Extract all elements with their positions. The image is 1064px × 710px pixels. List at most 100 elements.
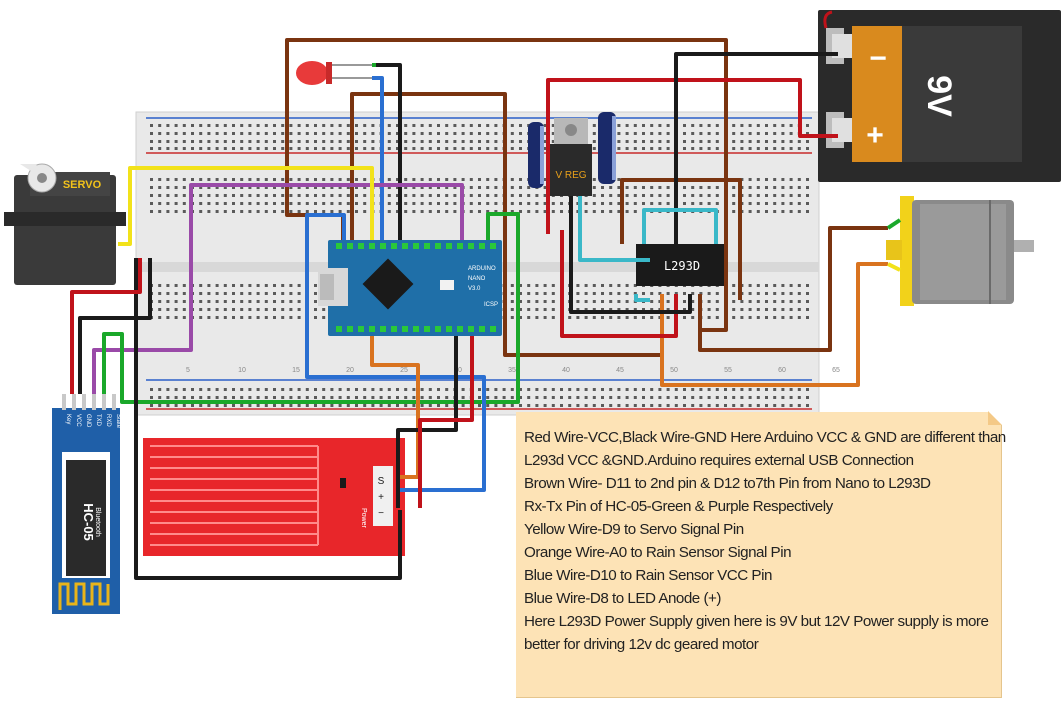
nano-header-pin bbox=[369, 326, 375, 332]
vreg-label: V REG bbox=[555, 170, 586, 181]
nano-header-pin bbox=[490, 326, 496, 332]
sensor-pin-s: S bbox=[378, 476, 385, 487]
nano-header-pin bbox=[435, 326, 441, 332]
arduino-nano: ARDUINO NANO V3.0 ICSP bbox=[318, 240, 502, 336]
capacitor-right bbox=[598, 112, 616, 184]
nano-label-icsp: ICSP bbox=[484, 302, 498, 308]
bt-header-pin bbox=[82, 394, 86, 410]
bt-pin-label: RXD bbox=[105, 414, 111, 427]
breadboard-number: 10 bbox=[238, 367, 246, 374]
bt-header-pin bbox=[92, 394, 96, 410]
wire-orange-motor bbox=[660, 262, 888, 387]
breadboard-number: 25 bbox=[400, 367, 408, 374]
wires bbox=[70, 38, 902, 580]
nano-header-pin bbox=[402, 243, 408, 249]
note-line: Brown Wire- D11 to 2nd pin & D12 to7th P… bbox=[524, 475, 931, 492]
nano-header-pin bbox=[358, 243, 364, 249]
breadboard-number: 55 bbox=[724, 367, 732, 374]
nano-header-pin bbox=[380, 326, 386, 332]
nano-label-model: NANO bbox=[468, 276, 486, 282]
wire-yellow bbox=[118, 166, 374, 246]
nano-header-pin bbox=[468, 243, 474, 249]
note-line: better for driving 12v dc geared motor bbox=[524, 636, 759, 653]
note-line: Red Wire-VCC,Black Wire-GND Here Arduino… bbox=[524, 429, 1006, 446]
l293d-chip: L293D bbox=[636, 244, 728, 286]
wire-red-battery bbox=[546, 78, 838, 234]
battery-voltage-label: 9V bbox=[920, 75, 958, 117]
wire-cyan-2 bbox=[642, 208, 718, 244]
nano-header-pin bbox=[380, 243, 386, 249]
note-line: Blue Wire-D8 to LED Anode (+) bbox=[524, 590, 721, 607]
battery-9v: − + 9V bbox=[818, 10, 1061, 182]
wire-cyan-3 bbox=[634, 294, 650, 302]
note-line: L293d VCC &GND.Arduino requires external… bbox=[524, 452, 914, 469]
bt-pin-label: TXD bbox=[95, 414, 101, 427]
bt-header-pin bbox=[112, 394, 116, 410]
note-line: Blue Wire-D10 to Rain Sensor VCC Pin bbox=[524, 567, 772, 584]
servo-motor: SERVO bbox=[4, 163, 126, 285]
sensor-pin-plus: + bbox=[378, 492, 384, 503]
breadboard-number: 20 bbox=[346, 367, 354, 374]
breadboard-number: 30 bbox=[454, 367, 462, 374]
breadboard-number: 45 bbox=[616, 367, 624, 374]
wire-brown-motor bbox=[698, 226, 888, 352]
wire-orange-a0 bbox=[370, 336, 420, 479]
notes-corner-fold bbox=[988, 411, 1002, 425]
wire-red-bt bbox=[70, 258, 142, 394]
wire-black-gnd bbox=[134, 258, 402, 580]
wire-black-led bbox=[376, 63, 402, 240]
bt-pin-label: Key bbox=[65, 414, 71, 424]
nano-header-pin bbox=[435, 243, 441, 249]
wire-red-nano bbox=[418, 336, 474, 508]
nano-header-pin bbox=[446, 243, 452, 249]
bt-header-pin bbox=[102, 394, 106, 410]
l293d-label: L293D bbox=[664, 259, 700, 273]
breadboard-number: 40 bbox=[562, 367, 570, 374]
nano-header-pin bbox=[424, 243, 430, 249]
battery-plus-label: + bbox=[866, 119, 884, 152]
wire-black-bt bbox=[78, 258, 152, 394]
nano-label-version: V3.0 bbox=[468, 286, 481, 292]
breadboard-number: 65 bbox=[832, 367, 840, 374]
bt-header-pin bbox=[62, 394, 66, 410]
note-line: Yellow Wire-D9 to Servo Signal Pin bbox=[524, 521, 744, 538]
breadboard-number: 50 bbox=[670, 367, 678, 374]
nano-header-pin bbox=[336, 326, 342, 332]
nano-header-pin bbox=[446, 326, 452, 332]
sensor-pin-minus: − bbox=[378, 508, 384, 519]
breadboard-number: 35 bbox=[508, 367, 516, 374]
nano-header-pin bbox=[479, 326, 485, 332]
nano-header-pin bbox=[402, 326, 408, 332]
nano-header-pin bbox=[413, 326, 419, 332]
capacitor-left bbox=[528, 122, 544, 188]
nano-header-pin bbox=[347, 326, 353, 332]
led bbox=[296, 61, 372, 85]
wire-purple bbox=[92, 183, 464, 394]
bt-header-pin bbox=[72, 394, 76, 410]
bt-sublabel: Bluetooth bbox=[94, 507, 101, 537]
breadboard-number: 15 bbox=[292, 367, 300, 374]
battery-minus-label: − bbox=[869, 42, 887, 75]
dc-motor bbox=[886, 196, 1034, 306]
servo-label: SERVO bbox=[63, 179, 102, 191]
nano-header-pin bbox=[347, 243, 353, 249]
nano-header-pin bbox=[479, 243, 485, 249]
bt-pin-label: GND bbox=[85, 414, 91, 428]
bt-pin-label: VCC bbox=[75, 414, 81, 427]
wire-black-reg bbox=[569, 196, 692, 314]
wire-motor-green bbox=[886, 218, 902, 230]
breadboard-number: 5 bbox=[186, 367, 190, 374]
wire-blue-d10 bbox=[305, 213, 486, 492]
notes-panel: Red Wire-VCC,Black Wire-GND Here Arduino… bbox=[516, 411, 1006, 698]
wire-black-nano bbox=[396, 336, 458, 508]
nano-header-pin bbox=[391, 326, 397, 332]
nano-header-pin bbox=[490, 243, 496, 249]
voltage-regulator: V REG bbox=[550, 118, 592, 196]
wire-green-rx bbox=[102, 212, 520, 404]
nano-header-pin bbox=[457, 326, 463, 332]
nano-header-pin bbox=[336, 243, 342, 249]
wire-brown-3 bbox=[620, 178, 742, 300]
